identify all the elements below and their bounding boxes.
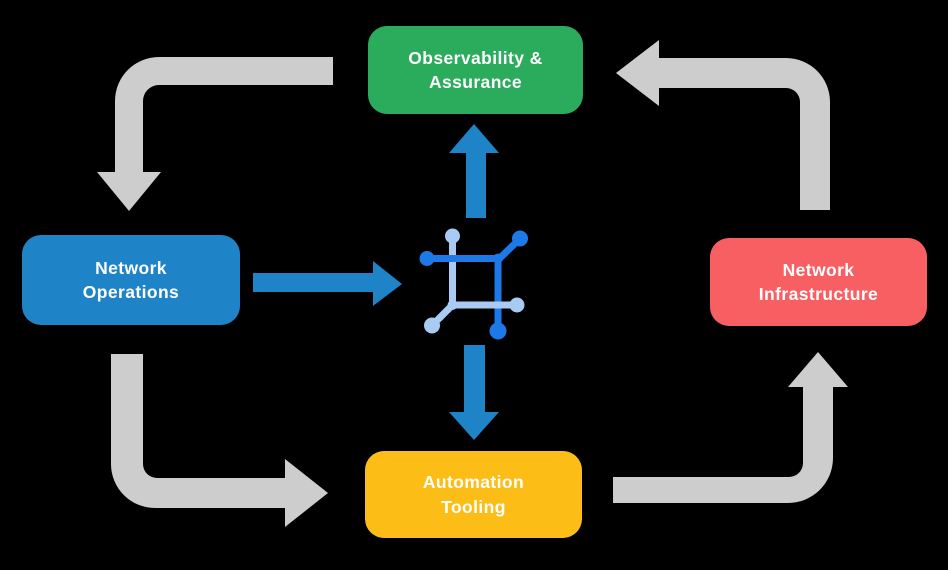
node-label-line: Tooling (441, 496, 506, 517)
arrow-infrastructure-to-observability (616, 40, 830, 210)
node-label-line: Operations (82, 282, 180, 302)
node-label-line: Assurance (428, 72, 523, 92)
arrow-hub-to-automation (449, 345, 499, 440)
arrow-hub-to-observability (449, 124, 499, 218)
arrow-automation-to-infrastructure (613, 352, 848, 503)
node-label-line: Network (782, 259, 855, 280)
node-label-line: Network (95, 257, 167, 278)
arrow-observability-to-operations (97, 57, 333, 211)
node-label-line: Automation (422, 472, 525, 493)
node-label-line: Observability & (408, 47, 543, 68)
arrow-operations-to-automation (111, 354, 328, 527)
node-label-line: Infrastructure (758, 284, 879, 304)
node-observability-assurance: Observability & Assurance (368, 26, 583, 114)
node-network-operations: Network Operations (22, 235, 240, 325)
node-network-infrastructure: Network Infrastructure (710, 238, 927, 326)
arrow-operations-to-hub (253, 261, 402, 306)
network-automation-hub-icon (419, 228, 528, 340)
node-automation-tooling: Automation Tooling (365, 451, 582, 538)
